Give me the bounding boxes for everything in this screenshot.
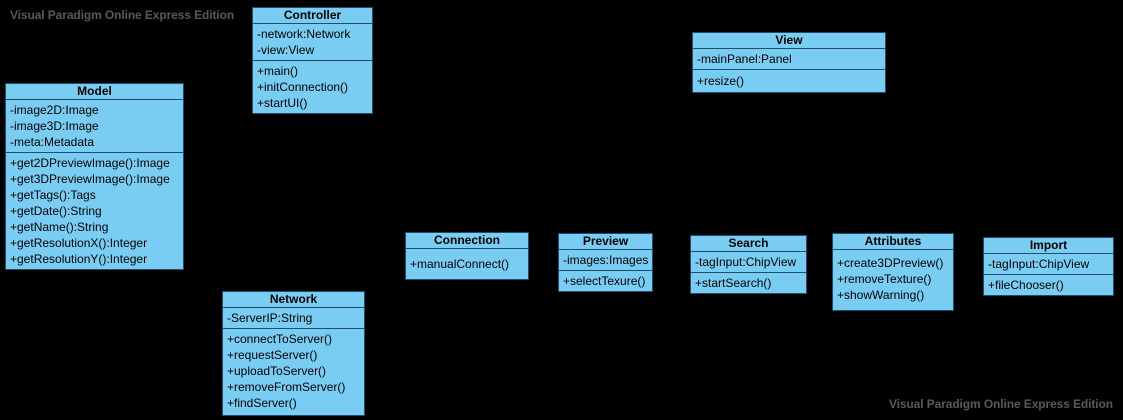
class-method: +connectToServer() bbox=[227, 332, 333, 346]
class-attribute: -mainPanel:Panel bbox=[697, 52, 792, 66]
class-box-controller[interactable]: Controller -network:Network -view:View +ma… bbox=[252, 7, 373, 114]
class-attribute: -tagInput:ChipView bbox=[695, 255, 797, 269]
class-method: +manualConnect() bbox=[410, 257, 510, 271]
class-box-import[interactable]: Import -tagInput:ChipView +fileChooser() bbox=[983, 237, 1114, 296]
methods-compartment: +startSearch() bbox=[691, 272, 806, 293]
class-method: +getName():String bbox=[10, 220, 109, 234]
class-attribute: -image3D:Image bbox=[10, 119, 99, 133]
attrs-compartment: -images:Images bbox=[559, 249, 652, 270]
class-attribute: -images:Images bbox=[563, 253, 649, 267]
methods-compartment: +connectToServer() +requestServer() +uploa… bbox=[223, 328, 364, 415]
class-title: Preview bbox=[582, 234, 629, 248]
watermark-bottom-right: Visual Paradigm Online Express Edition bbox=[888, 397, 1113, 411]
class-method: +showWarning() bbox=[837, 288, 925, 302]
watermark-top-left: Visual Paradigm Online Express Edition bbox=[10, 8, 235, 22]
class-method: +getTags():Tags bbox=[10, 188, 96, 202]
class-box-network[interactable]: Network -ServerIP:String +connectToServer… bbox=[222, 291, 365, 416]
class-method: +initConnection() bbox=[257, 80, 349, 94]
attrs-compartment: -tagInput:ChipView bbox=[691, 251, 806, 272]
class-method: +get3DPreviewImage():Image bbox=[10, 172, 170, 186]
class-box-attributes[interactable]: Attributes +create3DPreview() +removeText… bbox=[832, 233, 954, 311]
class-method: +selectTexure() bbox=[563, 274, 646, 288]
class-method: +getDate():String bbox=[10, 204, 102, 218]
class-title: Attributes bbox=[864, 234, 922, 248]
class-attribute: -image2D:Image bbox=[10, 103, 99, 117]
class-method: +getResolutionY():Integer bbox=[10, 252, 148, 266]
class-title: Network bbox=[269, 292, 318, 306]
class-title: Search bbox=[728, 236, 769, 250]
class-method: +requestServer() bbox=[227, 348, 318, 362]
class-attribute: -meta:Metadata bbox=[10, 135, 95, 149]
methods-compartment: +manualConnect() bbox=[406, 248, 528, 279]
class-box-view[interactable]: View -mainPanel:Panel +resize() bbox=[692, 32, 886, 93]
methods-compartment: +create3DPreview() +removeTexture() +showW… bbox=[833, 249, 953, 310]
class-method: +uploadToServer() bbox=[227, 364, 327, 378]
class-title: Import bbox=[1029, 238, 1068, 252]
attrs-compartment: -mainPanel:Panel bbox=[693, 48, 885, 69]
class-title: Controller bbox=[283, 8, 342, 22]
class-method: +resize() bbox=[697, 74, 745, 88]
attrs-compartment: -network:Network -view:View bbox=[253, 23, 372, 60]
class-box-search[interactable]: Search -tagInput:ChipView +startSearch() bbox=[690, 235, 807, 294]
class-attribute: -tagInput:ChipView bbox=[988, 257, 1090, 271]
class-title: View bbox=[775, 33, 803, 47]
attrs-compartment: -ServerIP:String bbox=[223, 307, 364, 328]
class-attribute: -ServerIP:String bbox=[227, 311, 313, 325]
class-method: +create3DPreview() bbox=[837, 256, 944, 270]
class-box-connection[interactable]: Connection +manualConnect() bbox=[405, 232, 529, 280]
attrs-compartment: -image2D:Image -image3D:Image -meta:Metada… bbox=[6, 99, 183, 152]
class-method: +startSearch() bbox=[695, 276, 772, 290]
class-title: Connection bbox=[434, 233, 500, 247]
methods-compartment: +fileChooser() bbox=[984, 274, 1113, 295]
attrs-compartment: -tagInput:ChipView bbox=[984, 253, 1113, 274]
class-attribute: -view:View bbox=[257, 43, 315, 57]
class-method: +main() bbox=[257, 64, 299, 78]
class-title: Model bbox=[77, 84, 112, 98]
class-method: +findServer() bbox=[227, 396, 297, 410]
class-method: +getResolutionX():Integer bbox=[10, 236, 148, 250]
methods-compartment: +selectTexure() bbox=[559, 270, 652, 291]
methods-compartment: +main() +initConnection() +startUI() bbox=[253, 60, 372, 113]
class-method: +startUI() bbox=[257, 96, 308, 110]
class-method: +removeFromServer() bbox=[227, 380, 346, 394]
methods-compartment: +resize() bbox=[693, 69, 885, 92]
class-box-preview[interactable]: Preview -images:Images +selectTexure() bbox=[558, 233, 653, 292]
class-attribute: -network:Network bbox=[257, 27, 351, 41]
class-method: +removeTexture() bbox=[837, 272, 932, 286]
class-method: +get2DPreviewImage():Image bbox=[10, 156, 170, 170]
methods-compartment: +get2DPreviewImage():Image +get3DPreviewI… bbox=[6, 152, 183, 269]
class-box-model[interactable]: Model -image2D:Image -image3D:Image -meta:… bbox=[5, 83, 184, 270]
class-method: +fileChooser() bbox=[988, 278, 1064, 292]
